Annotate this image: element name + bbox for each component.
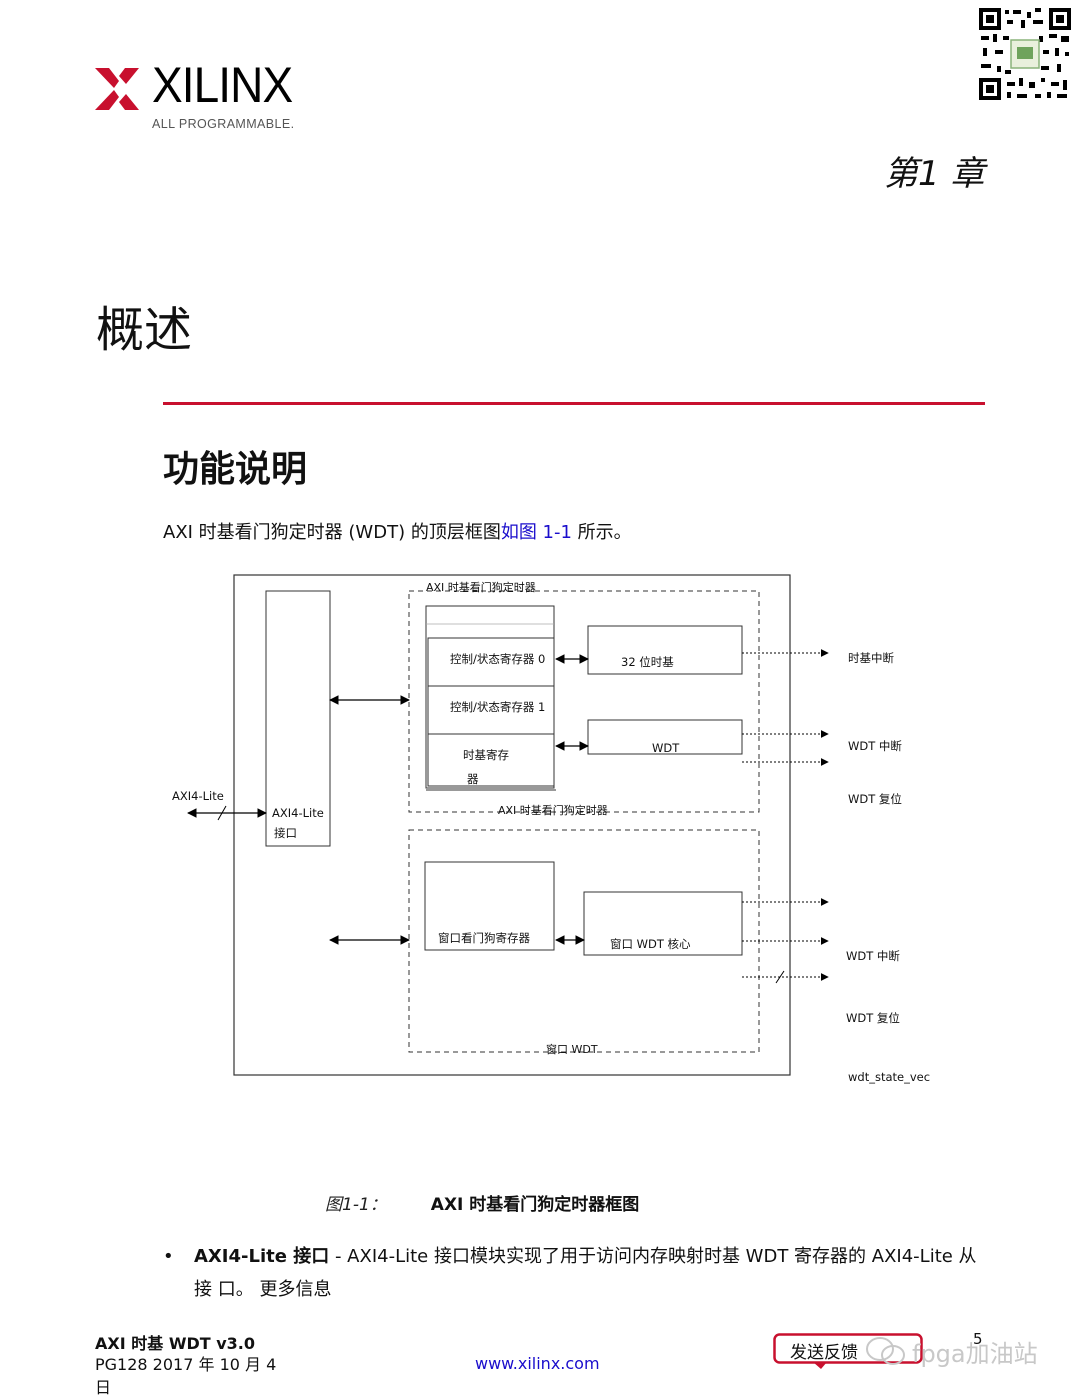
out-label-wdt-reset: WDT 复位 (848, 792, 902, 806)
qr-code-icon (977, 6, 1073, 102)
timebase-32bit-block (587, 625, 743, 675)
axi4-lite-block-label-2: 接口 (274, 826, 297, 840)
page-number: 5 (973, 1330, 983, 1348)
register-ctrl-status-0 (427, 637, 555, 687)
figure-title: AXI 时基看门狗定时器框图 (430, 1195, 640, 1215)
block-diagram: AXI4-Lite 接口 AXI4-Lite AXI 时基看门狗定时器 AXI … (172, 574, 930, 1084)
register-label-2a: 时基寄存 (463, 748, 509, 762)
xilinx-wordmark: XILINX (152, 57, 293, 113)
wechat-watermark-icon (866, 1337, 905, 1365)
xilinx-tagline: ALL PROGRAMMABLE. (152, 117, 295, 131)
list-item-term: AXI4-Lite 接口 (194, 1246, 330, 1267)
feedback-button-label[interactable]: 发送反馈 (790, 1343, 858, 1363)
intro-paragraph: AXI 时基看门狗定时器 (WDT) 的顶层框图如图 1-1 所示。 (163, 518, 632, 544)
out-label-window-wdt-interrupt: WDT 中断 (846, 949, 900, 963)
bus-slash (217, 805, 227, 821)
list-item-text: AXI4-Lite 接口 - AXI4-Lite 接口模块实现了用于访问内存映射… (194, 1240, 994, 1306)
timebase-label: 32 位时基 (621, 655, 674, 669)
feedback-button-frame[interactable] (773, 1333, 923, 1369)
out-label-window-wdt-reset: WDT 复位 (846, 1011, 900, 1025)
group-label-top: AXI 时基看门狗定时器 (426, 580, 536, 594)
wdt-label: WDT (652, 741, 680, 755)
figure-number: 图1-1： (325, 1195, 387, 1215)
axi4-lite-block-label-1: AXI4-Lite (272, 806, 324, 820)
intro-text: AXI 时基看门狗定时器 (WDT) 的顶层框图 (163, 522, 501, 543)
register-label-2b: 器 (467, 772, 479, 786)
window-register-block (424, 861, 555, 951)
register-ctrl-status-1 (427, 685, 555, 735)
window-group-label: 窗口 WDT (546, 1042, 598, 1056)
section-heading: 功能说明 (163, 449, 308, 490)
group-label-bottom: AXI 时基看门狗定时器 (498, 803, 608, 817)
out-label-wdt-state-vec: wdt_state_vec (848, 1070, 930, 1084)
state-vec-bus-slash (775, 970, 785, 984)
figure-link[interactable]: 如图 1-1 (500, 522, 572, 543)
out-label-wdt-interrupt: WDT 中断 (848, 739, 902, 753)
window-core-label: 窗口 WDT 核心 (610, 937, 691, 951)
ip-core-frame (233, 574, 791, 1076)
footer-doc-title: AXI 时基 WDT v3.0 (95, 1334, 256, 1353)
xilinx-logo-icon (95, 68, 139, 110)
intro-text-end: 所示。 (571, 522, 632, 543)
axi4-lite-port-label: AXI4-Lite (172, 789, 224, 803)
section-divider (163, 402, 985, 405)
list-item-description: - AXI4-Lite 接口模块实现了用于访问内存映射时基 WDT 寄存器的 A… (194, 1246, 977, 1300)
figure-caption: 图1-1： AXI 时基看门狗定时器框图 (325, 1190, 639, 1215)
footer-url-link[interactable]: www.xilinx.com (475, 1354, 600, 1373)
axi4-lite-interface-block (265, 590, 331, 847)
register-label-0: 控制/状态寄存器 0 (450, 652, 545, 666)
register-timebase (427, 733, 555, 787)
wdt-block (587, 719, 743, 755)
bullet-icon: • (163, 1246, 174, 1267)
register-label-1: 控制/状态寄存器 1 (450, 700, 545, 714)
page-title: 概述 (96, 302, 193, 358)
watermark-text: fpga加油站 (912, 1340, 1038, 1368)
chapter-label: 第1 章 (884, 154, 985, 194)
timebase-wdt-group (408, 590, 760, 813)
window-wdt-core-block (583, 891, 743, 956)
footer-doc-info: PG128 2017 年 10 月 4 日 (95, 1355, 277, 1397)
out-label-timebase-interrupt: 时基中断 (848, 651, 894, 665)
window-register-label: 窗口看门狗寄存器 (438, 931, 530, 945)
